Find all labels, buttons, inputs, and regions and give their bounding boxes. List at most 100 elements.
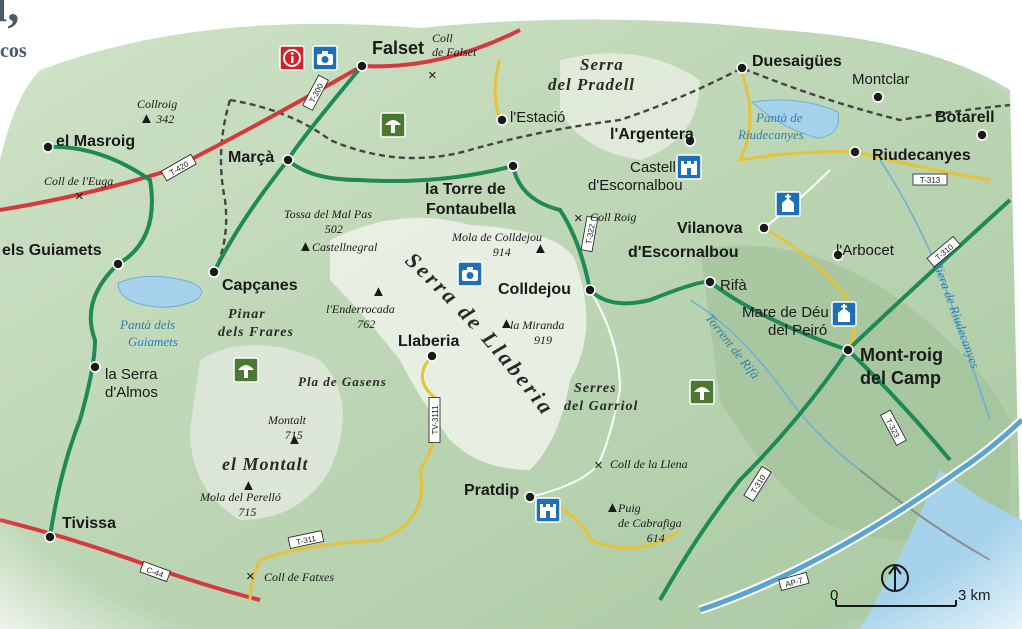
town-dot[interactable] [426, 350, 438, 362]
peak-label: Castellnegral [312, 240, 378, 254]
road-number: T-313 [920, 176, 941, 185]
pass-label: Coll de la Llena [610, 457, 688, 471]
castle-label-line2: d'Escornalbou [588, 177, 683, 194]
reservoir-label: Pantà dels [119, 317, 175, 332]
town-label: els Guiamets [2, 242, 102, 259]
town-dot[interactable] [758, 222, 770, 234]
region-label: Pla de Gasens [298, 374, 387, 389]
town-label: Mont-roig [860, 345, 943, 365]
town-label: Duesaigües [752, 53, 842, 70]
pass-label: Coll de l'Euga [44, 174, 113, 188]
peak-elevation: 914 [493, 245, 511, 259]
town-label: d'Almos [105, 384, 158, 401]
peak-label: de Cabrafiga [618, 516, 682, 530]
town-dot[interactable] [507, 160, 519, 172]
church-label-line1: Mare de Déu [742, 304, 829, 321]
castle-icon[interactable] [676, 154, 702, 180]
pass-label: de Falset [432, 45, 477, 59]
peak-label: la Miranda [510, 318, 564, 332]
camera-icon[interactable] [457, 261, 483, 287]
info-icon[interactable] [279, 45, 305, 71]
town-label: Pratdip [464, 482, 519, 499]
town-dot[interactable] [89, 361, 101, 373]
reservoir-label: Riudecanyes [737, 127, 804, 142]
peak-elevation: 762 [357, 317, 375, 331]
town-dot[interactable] [44, 531, 56, 543]
town-dot[interactable] [282, 154, 294, 166]
church-label-line2: del Peiró [768, 322, 827, 339]
region-label: Serra [580, 55, 624, 74]
church-icon[interactable] [775, 191, 801, 217]
mushroom-icon[interactable] [380, 112, 406, 138]
scale-bar: 0 3 km [830, 587, 991, 607]
peak-elevation: 342 [155, 112, 174, 126]
mushroom-icon[interactable] [233, 357, 259, 383]
pass-label: Coll Roig [590, 210, 636, 224]
town-dot[interactable] [42, 141, 54, 153]
pass-icon: × [574, 210, 583, 227]
road-number: T-322 [584, 223, 597, 245]
mushroom-icon[interactable] [689, 379, 715, 405]
road-shield: T-311 [287, 530, 325, 549]
town-label: l'Estació [510, 109, 565, 126]
town-label: del Camp [860, 368, 941, 388]
scale-right: 3 km [958, 587, 991, 604]
town-label: Marçà [228, 149, 274, 166]
town-dot[interactable] [112, 258, 124, 270]
town-dot[interactable] [704, 276, 716, 288]
town-dot[interactable] [208, 266, 220, 278]
scale-left: 0 [830, 587, 838, 604]
reservoir-label: Pantà de [755, 110, 803, 125]
town-dot[interactable] [736, 62, 748, 74]
town-label: Botarell [935, 109, 995, 126]
town-label: Tivissa [62, 515, 116, 532]
peak-icon: ▲ [605, 499, 620, 516]
road-shield: TV-3111 [428, 397, 441, 444]
pass-label: Coll [432, 31, 453, 45]
town-dot[interactable] [872, 91, 884, 103]
peak-label: Collroig [137, 97, 177, 111]
peak-icon: ▲ [298, 238, 313, 255]
town-label: Llaberia [398, 333, 459, 350]
peak-label: Mola del Perelló [199, 490, 281, 504]
town-dot[interactable] [849, 146, 861, 158]
peak-elevation: 502 [325, 222, 343, 236]
town-label: d'Escornalbou [628, 244, 738, 261]
camera-icon[interactable] [312, 45, 338, 71]
region-label: Serres [574, 381, 617, 396]
pass-label: Coll de Fatxes [264, 570, 334, 584]
page-title-fragment: l, [0, 0, 20, 32]
peak-icon: ▲ [499, 315, 514, 332]
town-label: Colldejou [498, 281, 571, 298]
town-dot[interactable] [832, 249, 844, 261]
road-number: TV-3111 [431, 405, 440, 435]
road-shield: T-322 [580, 215, 599, 253]
region-label: dels Frares [218, 325, 294, 340]
town-label: el Masroig [56, 133, 135, 150]
town-dot[interactable] [496, 114, 508, 126]
town-label: l'Argentera [610, 126, 694, 143]
region-label: Pinar [228, 307, 266, 322]
peak-icon: ▲ [287, 431, 302, 448]
church-icon[interactable] [831, 301, 857, 327]
peak-label: Mola de Colldejou [451, 230, 542, 244]
peak-elevation: 614 [647, 531, 665, 545]
town-label: Capçanes [222, 277, 298, 294]
town-dot[interactable] [842, 344, 854, 356]
peak-label: Tossa del Mal Pas [284, 207, 372, 221]
castle-icon[interactable] [535, 497, 561, 523]
road-shield: AP-7 [778, 572, 810, 591]
town-dot[interactable] [524, 491, 536, 503]
road-number: T-311 [295, 534, 317, 547]
peak-label: Puig [617, 501, 641, 515]
peak-icon: ▲ [139, 110, 154, 127]
region-label: del Garriol [564, 399, 638, 414]
town-dot[interactable] [684, 135, 696, 147]
town-dot[interactable] [976, 129, 988, 141]
town-dot[interactable] [356, 60, 368, 72]
town-dot[interactable] [584, 284, 596, 296]
north-arrow-icon [881, 564, 909, 592]
peak-label: l'Enderrocada [326, 302, 395, 316]
